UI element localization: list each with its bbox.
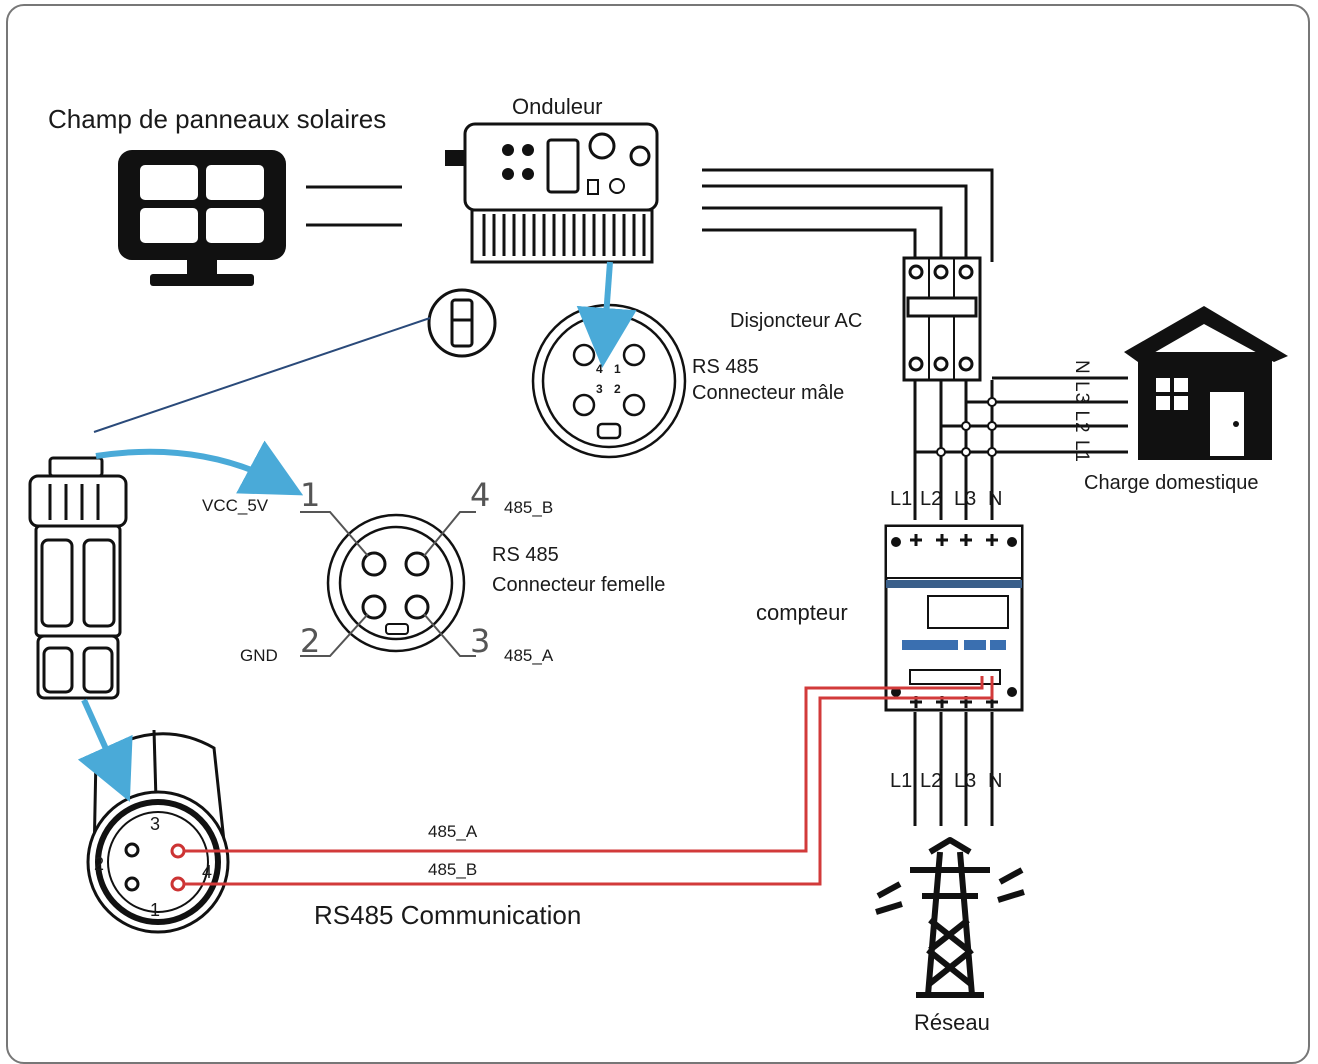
plug-pin2: 2 [94,854,105,874]
female-connector-icon [326,513,466,653]
pin2-number: 2 [300,622,321,660]
grid-pylon-icon [875,837,1025,998]
phase-bottom-l1: L1 [890,770,913,792]
solar-array-label: Champ de panneaux solaires [48,104,387,134]
house-icon [1124,306,1288,460]
energy-meter-icon [884,524,1024,712]
phase-bottom-l2: L2 [920,770,943,792]
phase-top-n: N [988,488,1003,510]
inverter-icon [445,122,659,264]
female-connector-label-1: RS 485 [492,544,559,566]
grid-label: Réseau [914,1010,990,1035]
ac-breaker-label: Disjoncteur AC [730,310,863,332]
arrow-cable-to-plug [77,698,133,802]
inverter-label: Onduleur [512,94,603,119]
ac-breaker-icon [902,256,982,382]
arrow-cable-to-female [95,440,304,496]
wire-485b-label: 485_B [428,860,478,879]
phase-top-l2: L2 [920,488,943,510]
male-connector-icon [531,303,687,459]
connector-zoom-icon [427,288,497,358]
house-phase-labels: N L3 L2 L1 [1071,360,1092,463]
cable-connector-icon [28,456,128,700]
plug-pin3: 3 [150,814,161,834]
male-pin1: 1 [614,362,621,376]
rs485-wires [184,676,994,886]
pin1-number: 1 [300,476,321,514]
male-connector-label-1: RS 485 [692,356,759,378]
male-pin3: 3 [596,382,603,396]
arrow-inverter-to-male [576,261,637,368]
rs485-communication-label: RS485 Communication [314,900,582,930]
phase-bottom-l3: L3 [954,770,977,792]
male-connector-label-2: Connecteur mâle [692,382,845,404]
pin4-signal-label: 485_B [504,498,554,517]
wire-485a-label: 485_A [428,822,478,841]
phase-top-l1: L1 [890,488,913,510]
phase-top-l3: L3 [954,488,977,510]
pin4-number: 4 [470,476,491,514]
wiring-diagram [28,122,1288,998]
pin3-signal-label: 485_A [504,646,554,665]
pin1-signal-label: VCC_5V [202,496,269,515]
home-load-label: Charge domestique [1084,472,1259,494]
phase-bottom-n: N [988,770,1003,792]
plug-pin1: 1 [150,900,161,920]
solar-panel-icon [118,150,286,286]
pin3-number: 3 [470,622,491,660]
male-pin4: 4 [596,362,603,376]
pin2-signal-label: GND [240,646,278,665]
plug-pin4: 4 [202,862,213,882]
female-connector-label-2: Connecteur femelle [492,574,666,596]
male-pin2: 2 [614,382,621,396]
meter-label: compteur [756,600,848,625]
